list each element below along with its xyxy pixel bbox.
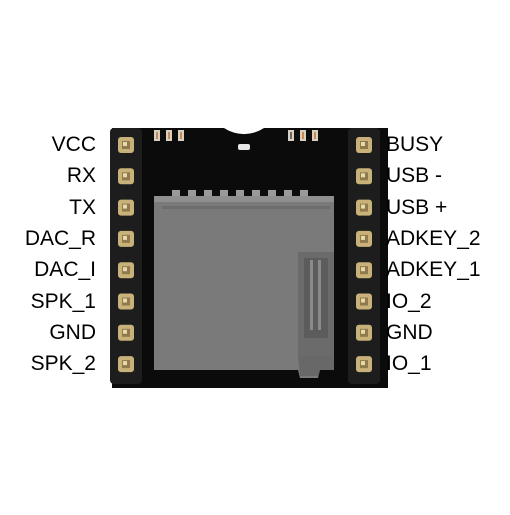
slot-contact	[188, 190, 196, 198]
smd-components-left	[154, 130, 184, 141]
left-pin-label: SPK_2	[30, 352, 96, 376]
left-pin-2	[118, 168, 134, 185]
slot-contact	[284, 190, 292, 198]
left-pin-label: RX	[66, 164, 96, 188]
left-pin-8	[118, 356, 134, 373]
slot-contact	[268, 190, 276, 198]
right-pin-label: USB +	[386, 195, 448, 219]
right-pin-2	[356, 168, 372, 185]
right-pin-label: ADKEY_1	[386, 258, 481, 282]
slot-contact	[172, 190, 180, 198]
slot-contact	[252, 190, 260, 198]
right-pin-label: ADKEY_2	[386, 226, 481, 250]
right-pin-5	[356, 262, 372, 279]
left-pin-6	[118, 293, 134, 310]
left-pin-label: GND	[49, 320, 96, 344]
right-pin-6	[356, 293, 372, 310]
left-pin-label: SPK_1	[30, 289, 96, 313]
left-pin-1	[118, 137, 134, 153]
left-pin-3	[118, 199, 134, 216]
led	[238, 144, 250, 150]
slot-contact	[204, 190, 212, 198]
left-pin-header	[110, 128, 142, 384]
left-pin-label: DAC_I	[34, 258, 96, 282]
left-pin-label: VCC	[51, 133, 96, 156]
right-pin-7	[356, 324, 372, 341]
right-pin-label: GND	[386, 320, 433, 344]
slot-contact	[300, 190, 308, 198]
right-pin-label: BUSY	[386, 133, 444, 156]
right-pin-1	[356, 137, 372, 153]
right-pin-4	[356, 230, 372, 247]
left-pin-7	[118, 324, 134, 341]
left-pin-4	[118, 230, 134, 247]
left-pin-label: DAC_R	[24, 226, 96, 250]
left-pin-label: TX	[69, 195, 96, 219]
left-pin-5	[118, 262, 134, 279]
right-pin-3	[356, 199, 372, 216]
right-pin-label: USB -	[386, 164, 443, 188]
right-pin-8	[356, 356, 372, 373]
right-pin-label: IO_2	[386, 289, 432, 313]
right-pin-label: IO_1	[386, 352, 432, 376]
smd-components-right	[288, 130, 318, 141]
sd-card-slot	[154, 190, 334, 378]
right-pin-header	[348, 128, 380, 384]
slot-contact	[236, 190, 244, 198]
slot-contact	[220, 190, 228, 198]
